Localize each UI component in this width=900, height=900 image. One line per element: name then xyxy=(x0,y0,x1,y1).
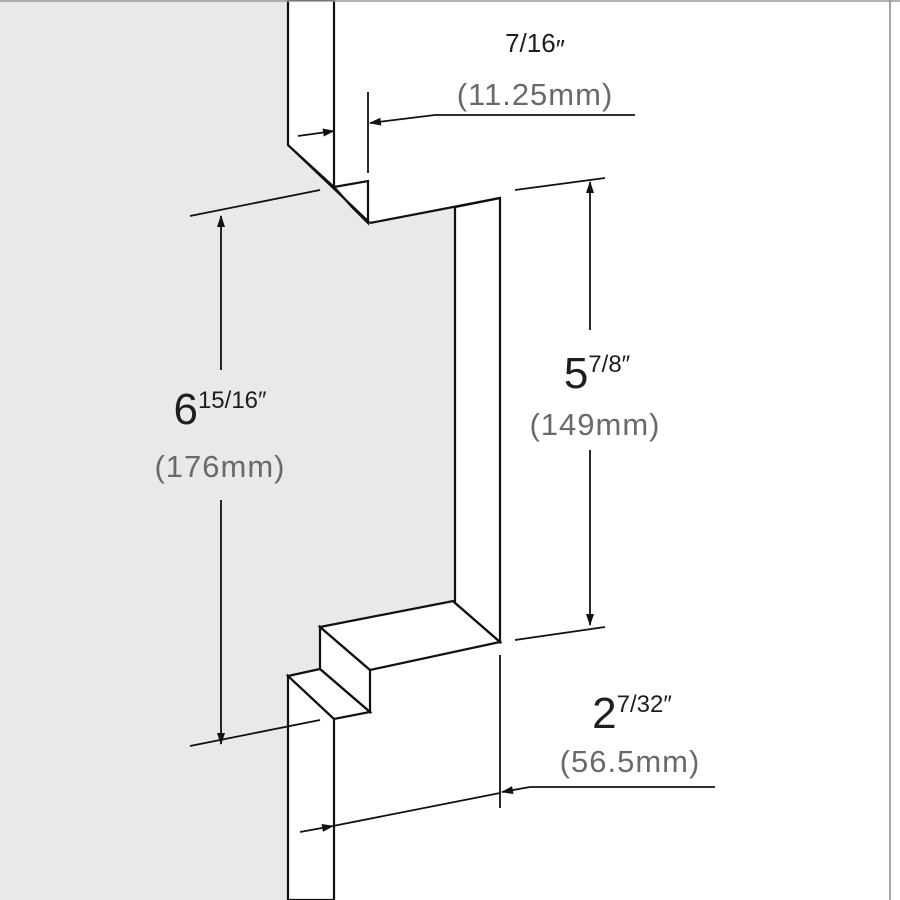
right-channel-side xyxy=(453,196,502,645)
wall-surface xyxy=(0,0,455,900)
bottom-offset-metric: (56.5mm) xyxy=(560,744,701,779)
right-height-dimension: 57/8″ (149mm) xyxy=(514,177,660,641)
step-riser xyxy=(318,624,372,715)
right-height-imperial: 57/8″ xyxy=(564,349,631,398)
top-depth-imperial: 7/16″ xyxy=(505,28,565,64)
left-height-metric: (176mm) xyxy=(154,449,285,484)
left-height-dimension: 615/16″ (176mm) xyxy=(154,189,321,747)
bottom-offset-dimension: 27/32″ (56.5mm) xyxy=(299,655,715,833)
bottom-channel-side xyxy=(286,673,336,900)
bottom-offset-imperial: 27/32″ xyxy=(592,689,672,738)
top-depth-dimension: 7/16″ (11.25mm) xyxy=(297,28,635,173)
step-lower-ledge xyxy=(285,667,373,721)
right-height-metric: (149mm) xyxy=(529,407,660,442)
top-depth-metric: (11.25mm) xyxy=(457,77,614,112)
left-height-imperial: 615/16″ xyxy=(173,385,267,434)
